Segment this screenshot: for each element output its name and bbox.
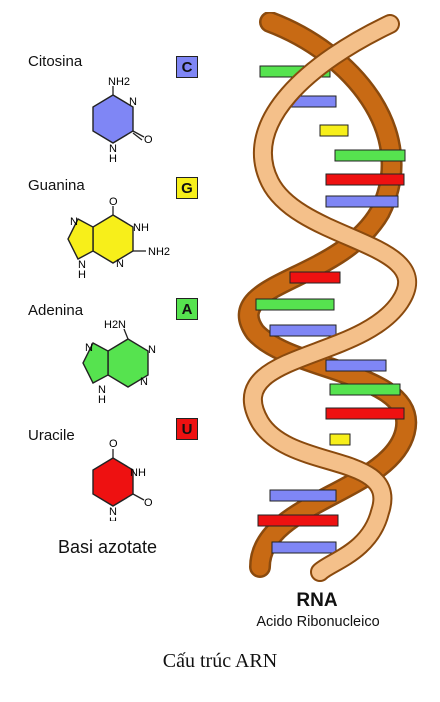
guanine-label-nh: NH bbox=[133, 222, 149, 234]
guanine-label-nh2: NH2 bbox=[148, 246, 170, 258]
helix-bar-red-3 bbox=[325, 407, 405, 420]
adenine-label-h2n: H2N bbox=[104, 319, 126, 331]
uracil-label-o1: O bbox=[109, 438, 118, 450]
uracil-label-h: H bbox=[109, 516, 117, 521]
legend-title: Basi azotate bbox=[58, 537, 158, 557]
uracil-molecule: O NH O N H bbox=[92, 438, 153, 521]
helix-bar-blue-2 bbox=[325, 195, 399, 208]
cytosine-label-n2: N bbox=[109, 143, 117, 155]
rna-title: RNA bbox=[296, 590, 338, 611]
badge-guanine: G bbox=[176, 177, 198, 199]
uracil-label-nh: NH bbox=[130, 467, 146, 479]
helix-bar-red-1 bbox=[325, 173, 405, 186]
guanine-label-n3: N bbox=[116, 258, 124, 270]
helix-bar-green-2 bbox=[334, 149, 406, 162]
helix-bases bbox=[255, 65, 406, 554]
cytosine-molecule: NH2 N O N H bbox=[92, 76, 153, 164]
guanine-molecule: O N NH NH2 N N H bbox=[67, 196, 170, 280]
badge-adenine: A bbox=[176, 298, 198, 320]
adenine-label-n9: N bbox=[98, 384, 106, 396]
adenine-label-n3: N bbox=[140, 376, 148, 388]
rna-subtitle: Acido Ribonucleico bbox=[256, 614, 380, 630]
helix-bar-blue-6 bbox=[271, 541, 337, 554]
uracil-label-o2: O bbox=[144, 497, 153, 509]
helix-bar-green-4 bbox=[329, 383, 401, 396]
base-name-uracil: Uracile bbox=[28, 427, 75, 444]
helix-bar-green-3 bbox=[255, 298, 335, 311]
helix-bar-blue-3 bbox=[269, 324, 337, 337]
uracil-label-n: N bbox=[109, 506, 117, 518]
base-name-guanine: Guanina bbox=[28, 177, 85, 194]
cytosine-label-h: H bbox=[109, 153, 117, 164]
helix-bar-yellow-1 bbox=[319, 124, 349, 137]
guanine-label-n7: N bbox=[70, 216, 78, 228]
cytosine-label-nh2: NH2 bbox=[108, 76, 130, 88]
adenine-label-n1: N bbox=[148, 344, 156, 356]
base-name-cytosine: Citosina bbox=[28, 53, 83, 70]
rna-helix bbox=[237, 12, 418, 582]
helix-bar-red-2 bbox=[289, 271, 341, 284]
guanine-label-o: O bbox=[109, 196, 118, 208]
helix-front-strand bbox=[244, 16, 416, 580]
caption: Cấu trúc ARN bbox=[162, 650, 278, 672]
badge-uracil: U bbox=[176, 418, 198, 440]
cytosine-label-n: N bbox=[129, 96, 137, 108]
helix-bar-yellow-2 bbox=[329, 433, 351, 446]
helix-bar-blue-5 bbox=[269, 489, 337, 502]
adenine-label-n7: N bbox=[85, 342, 93, 354]
guanine-label-h: H bbox=[78, 269, 86, 280]
helix-bar-blue-4 bbox=[325, 359, 387, 372]
adenine-molecule: H2N N N N N H bbox=[82, 319, 156, 405]
base-name-adenine: Adenina bbox=[28, 302, 84, 319]
cytosine-label-o: O bbox=[144, 134, 153, 146]
guanine-label-n9: N bbox=[78, 259, 86, 271]
adenine-label-h: H bbox=[98, 394, 106, 405]
helix-bar-red-4 bbox=[257, 514, 339, 527]
badge-cytosine: C bbox=[176, 56, 198, 78]
